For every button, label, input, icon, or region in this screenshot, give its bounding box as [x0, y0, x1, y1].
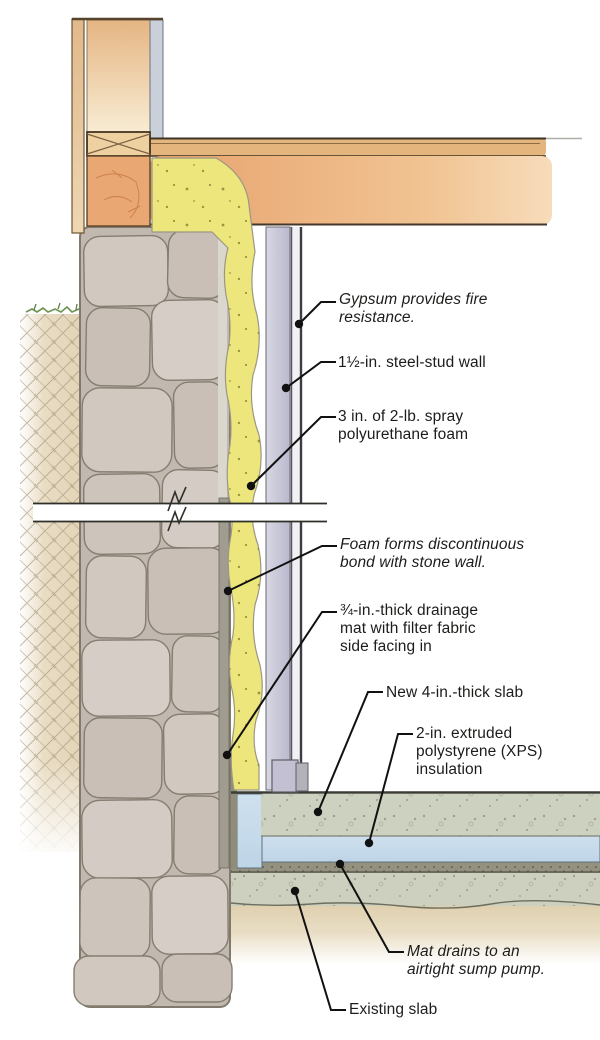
- xps-edge-upturn: [236, 793, 263, 869]
- sill-blocking: [86, 131, 151, 157]
- label-steel-stud: 1½-in. steel-stud wall: [338, 354, 486, 371]
- blocking-x-mark: [86, 133, 151, 155]
- xps-insulation-layer: [260, 834, 600, 863]
- label-drainage-mat: ¾-in.-thick drainage mat with filter fab…: [340, 602, 479, 655]
- leader-lines: [226, 301, 413, 1011]
- floor-joist-band: [150, 156, 552, 225]
- label-xps: 2-in. extruded polystyrene (XPS) insulat…: [416, 725, 543, 778]
- leader-mat-drains: [339, 863, 404, 953]
- stone-foam-gap: [218, 232, 227, 500]
- wall-sheathing: [71, 18, 85, 234]
- drainage-mat-wall-base: [227, 760, 237, 868]
- leader-dots: [222, 319, 374, 896]
- leader-new-slab: [317, 691, 383, 813]
- rim-joist: [86, 155, 151, 227]
- floor-assembly: [227, 760, 600, 965]
- label-new-slab: New 4-in.-thick slab: [386, 684, 524, 701]
- exterior-soil: [12, 302, 98, 860]
- leader-spray-foam: [250, 416, 336, 487]
- label-existing-slab: Existing slab: [349, 1001, 438, 1018]
- leader-drainage-mat: [226, 611, 337, 756]
- leader-existing-slab: [294, 890, 346, 1011]
- subfloor: [150, 138, 546, 156]
- label-mat-drains: Mat drains to an airtight sump pump.: [407, 943, 546, 978]
- label-gypsum: Gypsum provides fire resistance.: [339, 291, 488, 326]
- stud-bay: [86, 19, 151, 133]
- sub-slab-soil: [230, 901, 600, 965]
- stone-foundation-wall: [73, 226, 233, 1008]
- label-foam-bond: Foam forms discontinuous bond with stone…: [340, 536, 525, 571]
- section-break: [33, 486, 329, 532]
- upper-wall-gypsum: [149, 19, 164, 141]
- leader-gypsum: [298, 301, 336, 325]
- leader-foam-bond: [227, 545, 337, 592]
- leader-steel-stud: [285, 361, 336, 389]
- leader-xps: [368, 733, 413, 844]
- label-spray-foam: 3 in. of 2-lb. spray polyurethane foam: [338, 408, 469, 443]
- drainage-mat-wall: [218, 497, 230, 869]
- stud-bottom-track: [271, 759, 299, 793]
- wood-framing-assembly: [71, 17, 582, 234]
